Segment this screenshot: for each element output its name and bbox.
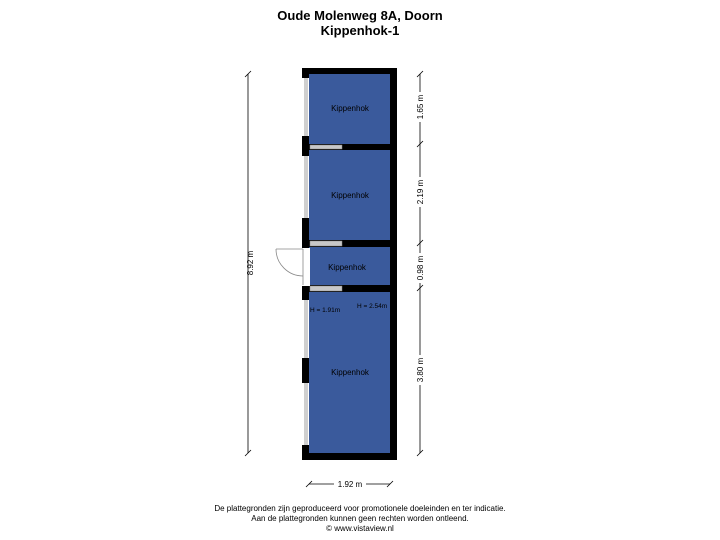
footer-copyright: © www.vistaview.nl (326, 524, 394, 533)
segment-dim-label: 1.65 m (416, 94, 425, 119)
segment-dim-label: 3.80 m (416, 357, 425, 382)
segment-dim-label: 2.19 m (416, 179, 425, 204)
total-height-label: 8.92 m (246, 250, 255, 275)
door (275, 248, 310, 286)
footer-disclaimer-1: De plattegronden zijn geproduceerd voor … (214, 504, 506, 513)
dim-gap (415, 355, 425, 385)
left-windows (302, 78, 309, 445)
room-4-floor (309, 292, 390, 453)
dim-gap (415, 253, 425, 283)
room-label: Kippenhok (328, 263, 367, 272)
opening-3 (309, 285, 343, 292)
room-3-floor (309, 247, 390, 285)
opening-1 (309, 144, 343, 150)
footer-disclaimer-2: Aan de plattegronden kunnen geen rechten… (251, 514, 469, 523)
height-label-right: H = 2.54m (357, 303, 387, 310)
dimension-total-height (244, 70, 252, 457)
dim-gap (334, 478, 366, 490)
dim-gap (415, 92, 425, 122)
room-label: Kippenhok (331, 191, 370, 200)
plan-title: Kippenhok-1 (320, 23, 400, 38)
dim-gap (415, 177, 425, 207)
room-2-floor (309, 150, 390, 240)
address-title: Oude Molenweg 8A, Doorn (277, 8, 443, 23)
opening-2 (309, 240, 343, 247)
segment-dim-label: 0.98 m (416, 255, 425, 280)
width-label: 1.92 m (338, 480, 363, 489)
room-1-floor (309, 74, 390, 144)
height-label-left: H = 1.91m (310, 307, 340, 314)
room-label: Kippenhok (331, 368, 370, 377)
room-label: Kippenhok (331, 104, 370, 113)
